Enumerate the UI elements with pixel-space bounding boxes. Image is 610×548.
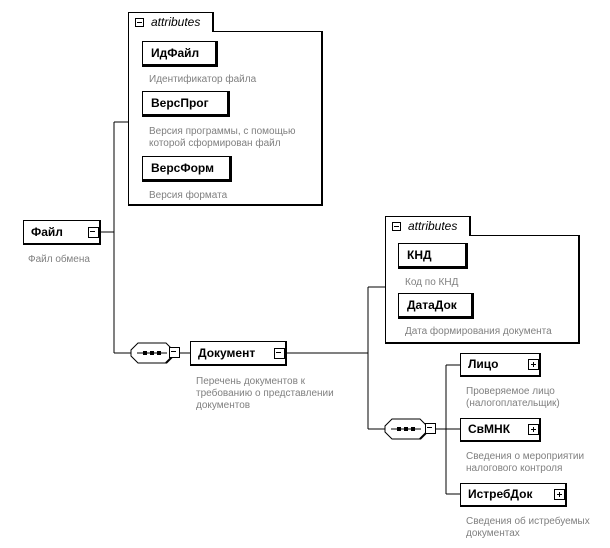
attribute-versprog[interactable]: ВерсПрог [142,91,230,117]
attribute-idfile[interactable]: ИдФайл [142,41,218,67]
attributes-tab-label: attributes [151,15,201,29]
document-element-label: Документ [198,346,256,360]
expand-icon[interactable] [528,359,539,370]
root-element-file[interactable]: Файл [23,220,101,245]
document-element-description: Перечень документов к требованию о предс… [196,376,334,411]
child-element-label: Лицо [468,357,499,371]
document-element[interactable]: Документ [190,341,287,366]
collapse-icon[interactable] [392,222,401,231]
child-element-svmnk-description: Сведения о мероприятии налогового контро… [466,451,585,474]
attribute-versform-description: Версия формата [149,190,228,201]
expand-icon[interactable] [554,489,565,500]
expand-icon[interactable] [528,424,539,435]
sequence-icon [384,418,428,440]
collapse-icon[interactable] [135,18,144,27]
sequence-compositor[interactable] [130,342,174,364]
root-element-label: Файл [31,225,63,239]
child-element-label: ИстребДок [468,487,533,501]
document-attributes-tab[interactable]: attributes [385,216,471,236]
attribute-versprog-description: Версия программы, с помощью которой сфор… [149,126,296,149]
attribute-knd-description: Код по КНД [405,277,459,288]
attributes-tab-label: attributes [408,219,458,233]
collapse-icon[interactable] [88,227,99,238]
child-element-istrebdok-description: Сведения об истребуемых документах [466,516,590,539]
sequence-icon [130,342,174,364]
sequence-compositor[interactable] [384,418,428,440]
root-element-description: Файл обмена [28,254,90,265]
child-element-lico-description: Проверяемое лицо (налогоплательщик) [466,386,560,409]
child-element-label: СвМНК [468,422,511,436]
attribute-idfile-description: Идентификатор файла [149,74,257,85]
collapse-icon[interactable] [274,348,285,359]
file-attributes-tab[interactable]: attributes [128,12,214,32]
collapse-icon[interactable] [169,347,180,358]
attribute-knd[interactable]: КНД [398,243,468,269]
attribute-datadok[interactable]: ДатаДок [398,293,474,319]
attribute-versform[interactable]: ВерсФорм [142,156,232,182]
collapse-icon[interactable] [425,423,436,434]
attribute-datadok-description: Дата формирования документа [405,326,552,337]
child-element-svmnk[interactable]: СвМНК [460,418,541,442]
child-element-lico[interactable]: Лицо [460,353,541,377]
child-element-istrebdok[interactable]: ИстребДок [460,483,567,507]
